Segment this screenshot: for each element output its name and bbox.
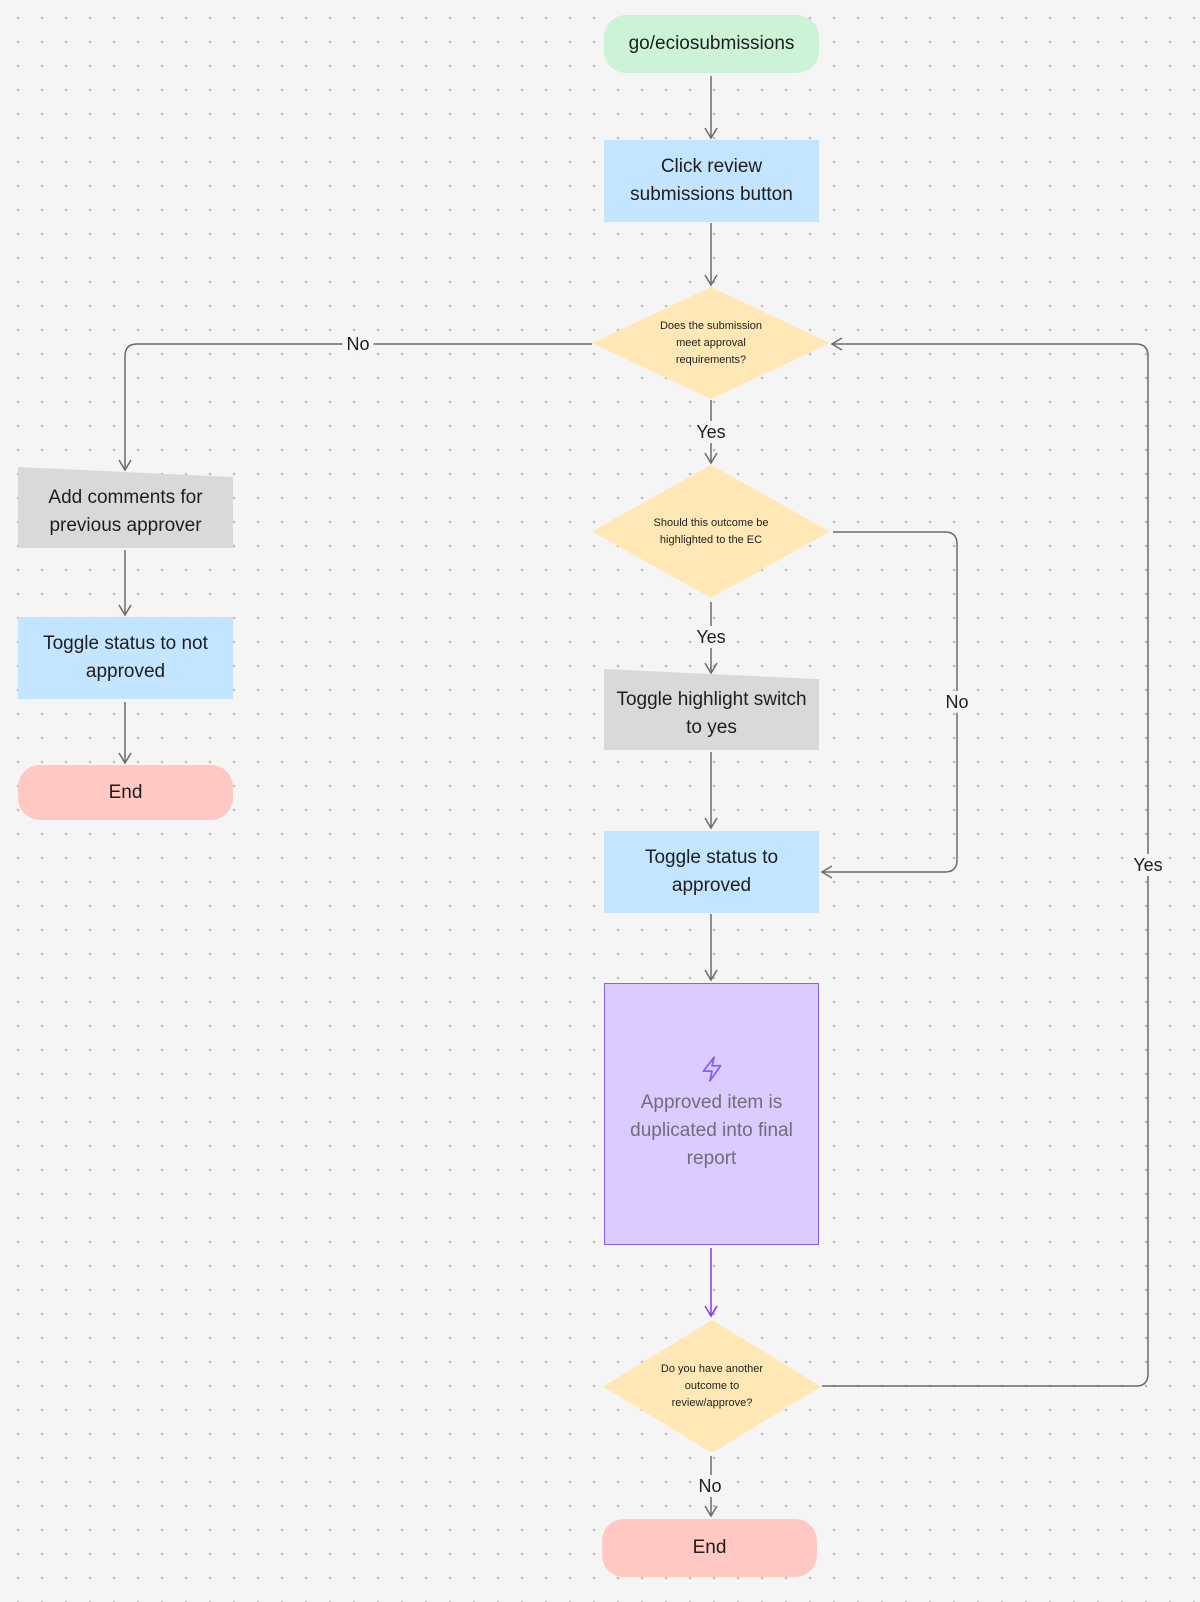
toggle-not-approved-node[interactable]: Toggle status to not approved: [18, 617, 233, 699]
decision-another-outcome-label: Do you have another outcome to review/ap…: [660, 1363, 764, 1409]
decision-highlight-label: Should this outcome be highlighted to th…: [653, 516, 769, 546]
duplicated-node[interactable]: Approved item is duplicated into final r…: [604, 983, 819, 1245]
end-left-node[interactable]: End: [18, 765, 233, 820]
lightning-bolt-icon: [702, 1056, 721, 1082]
toggle-not-approved-node-label: Toggle status to not approved: [43, 633, 208, 682]
end-bottom-node[interactable]: End: [602, 1519, 817, 1577]
add-comments-node[interactable]: Add comments for previous approver: [18, 467, 233, 548]
edge-label-no-meets: No: [342, 333, 374, 355]
start-node-label: go/eciosubmissions: [628, 33, 795, 54]
add-comments-node-label: Add comments for previous approver: [48, 486, 203, 536]
edge-label-yes-another: Yes: [1129, 854, 1167, 876]
toggle-approved-node[interactable]: Toggle status to approved: [604, 831, 819, 913]
click-review-node-label: Click review submissions button: [630, 156, 793, 205]
edge-meets-no: [118, 343, 592, 472]
edge-highlight-no: [820, 531, 958, 879]
edge-label-yes-meets: Yes: [692, 421, 730, 443]
edge-label-yes-highlight: Yes: [692, 626, 730, 648]
edge-label-no-highlight: No: [941, 691, 973, 713]
start-node[interactable]: go/eciosubmissions: [604, 15, 819, 73]
toggle-highlight-node[interactable]: Toggle highlight switch to yes: [604, 669, 819, 750]
end-bottom-node-label: End: [692, 1537, 727, 1558]
edge-label-no-another: No: [694, 1475, 726, 1497]
edge-another-yes: [822, 337, 1149, 1387]
decision-meets-requirements-label: Does the submission meet approval requir…: [659, 319, 763, 366]
toggle-approved-node-label: Toggle status to approved: [644, 847, 779, 896]
end-left-node-label: End: [108, 781, 143, 803]
toggle-highlight-node-label: Toggle highlight switch to yes: [616, 688, 807, 738]
click-review-node[interactable]: Click review submissions button: [604, 140, 819, 222]
duplicated-node-label: Approved item is duplicated into final r…: [630, 1092, 793, 1169]
